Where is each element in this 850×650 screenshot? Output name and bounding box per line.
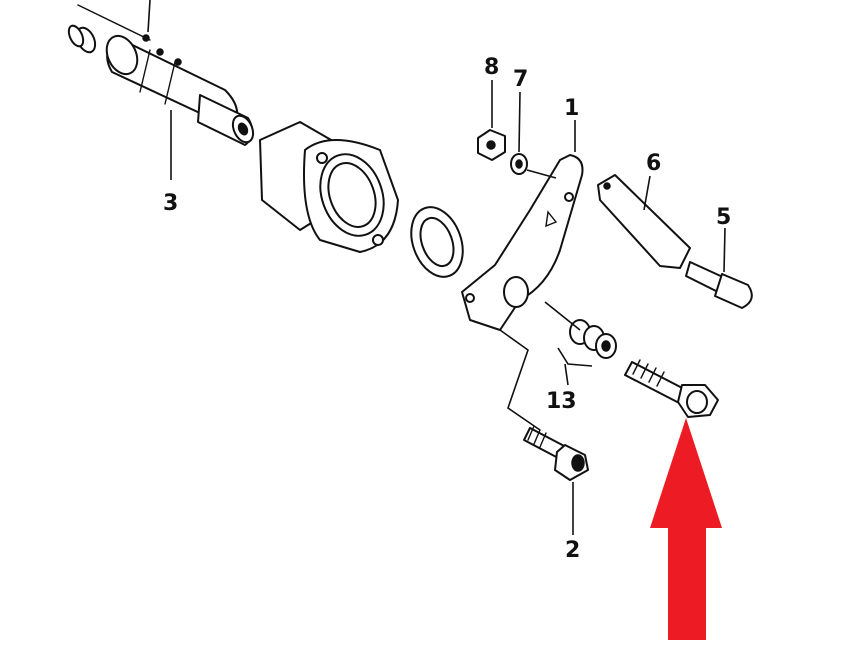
callout-8: 8 — [484, 55, 499, 80]
callout-1: 1 — [564, 96, 579, 121]
washers-part-13 — [569, 319, 617, 359]
leader-lines — [147, 0, 726, 535]
callout-3: 3 — [163, 191, 178, 216]
bolt-part-2 — [523, 425, 589, 481]
lever-arm-part-1 — [461, 154, 584, 331]
flange-housing — [259, 121, 399, 253]
highlighted-bolt — [624, 359, 719, 418]
shaft-part-3 — [67, 4, 255, 146]
callout-2: 2 — [565, 538, 580, 563]
callout-6: 6 — [646, 151, 661, 176]
nut-part-8 — [477, 129, 506, 161]
callout-7: 7 — [513, 67, 528, 92]
seal-ring — [410, 206, 464, 278]
callout-13: 13 — [546, 389, 577, 414]
pin-part-5 — [685, 261, 753, 309]
red-pointer-arrow — [650, 418, 722, 640]
link-part-6 — [597, 174, 691, 269]
callout-5: 5 — [716, 205, 731, 230]
washer-part-7 — [510, 153, 528, 175]
